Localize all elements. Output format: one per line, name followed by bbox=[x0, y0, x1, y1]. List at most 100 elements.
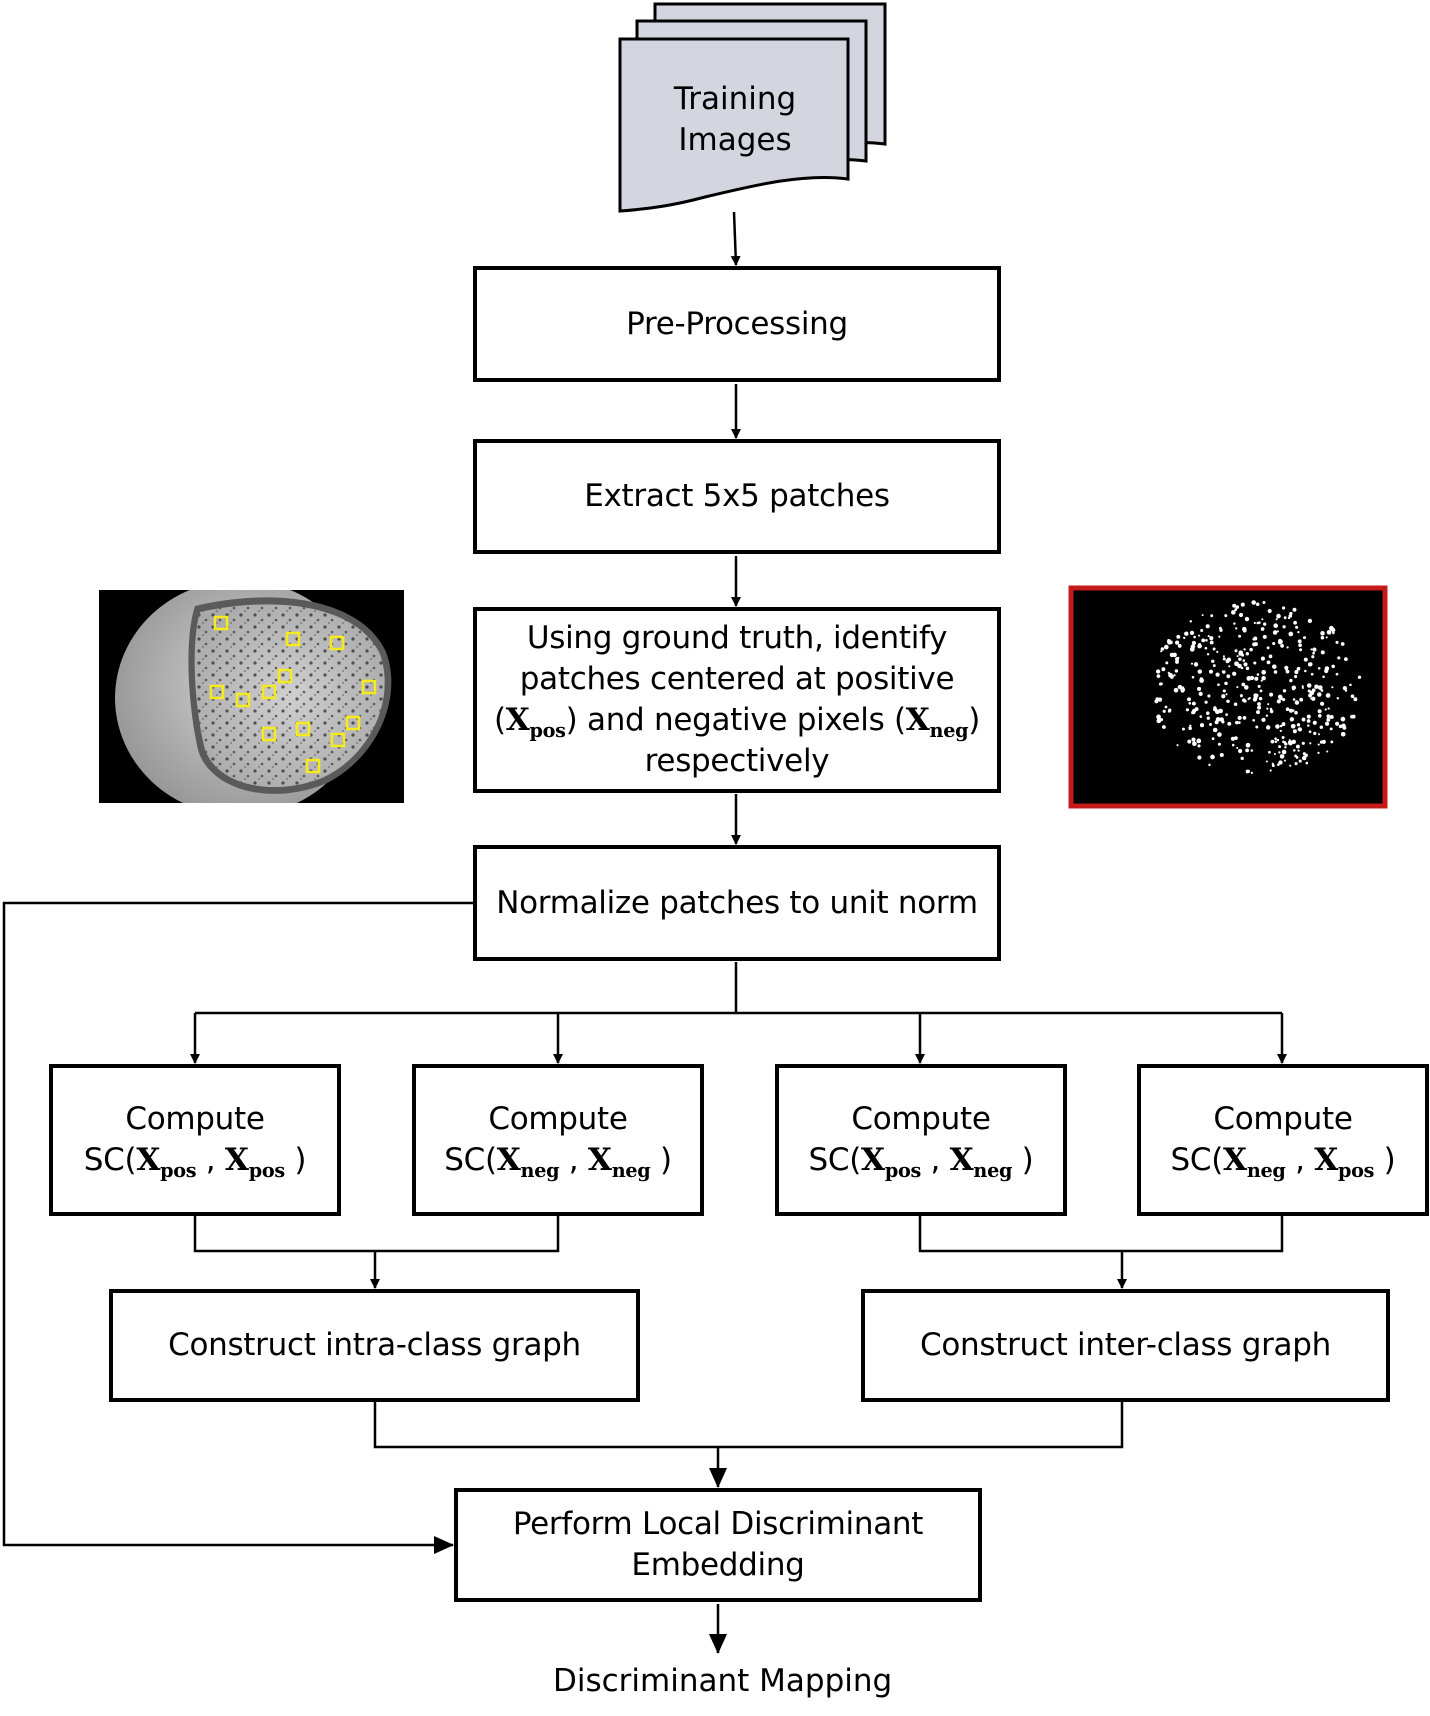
mask-dot bbox=[1342, 725, 1347, 730]
mask-dot bbox=[1320, 650, 1325, 655]
x-neg-symbol: X bbox=[905, 702, 930, 738]
lde-line2: Embedding bbox=[631, 1547, 805, 1583]
mask-dot bbox=[1176, 744, 1179, 747]
mask-dot bbox=[1207, 635, 1210, 638]
mask-dot bbox=[1255, 602, 1260, 607]
mask-dot bbox=[1222, 657, 1226, 661]
mask-dot bbox=[1307, 724, 1310, 727]
mask-dot bbox=[1164, 705, 1168, 709]
formula-arg-a-subscript: neg bbox=[1246, 1158, 1286, 1182]
mask-dot bbox=[1301, 741, 1305, 745]
mask-dot bbox=[1240, 756, 1244, 761]
mask-dot bbox=[1197, 669, 1203, 674]
mask-dot bbox=[1247, 698, 1250, 701]
mask-dot bbox=[1295, 755, 1299, 759]
identify-open-paren: ( bbox=[493, 702, 506, 738]
mask-dot bbox=[1209, 723, 1212, 726]
mask-dot bbox=[1288, 708, 1294, 713]
identify-close-paren: ) bbox=[968, 702, 981, 738]
mask-dot bbox=[1284, 746, 1287, 749]
mask-dot bbox=[1206, 716, 1210, 720]
mask-dot bbox=[1306, 683, 1312, 688]
mask-dot bbox=[1245, 666, 1250, 671]
mask-dot bbox=[1259, 689, 1263, 693]
mask-dot bbox=[1219, 752, 1224, 758]
mask-dot bbox=[1307, 618, 1313, 624]
mask-dot bbox=[1189, 630, 1195, 636]
mask-dot bbox=[1284, 742, 1288, 746]
mask-dot bbox=[1201, 614, 1204, 617]
mask-dot bbox=[1329, 627, 1333, 631]
mask-dot bbox=[1305, 761, 1309, 765]
ground-truth-mask bbox=[1068, 585, 1388, 809]
mask-dot bbox=[1279, 696, 1283, 701]
mask-dot bbox=[1189, 646, 1195, 652]
mask-dot bbox=[1330, 740, 1334, 744]
mask-dot bbox=[1326, 629, 1332, 635]
x-pos-symbol: X bbox=[505, 702, 530, 738]
training-images-stack-icon bbox=[618, 2, 887, 213]
extract-patches-box: Extract 5x5 patches bbox=[473, 439, 1001, 554]
mask-dot bbox=[1174, 640, 1180, 645]
mask-dot bbox=[1291, 740, 1294, 743]
mask-dot bbox=[1331, 686, 1334, 689]
mask-dot bbox=[1279, 754, 1285, 759]
mask-dot bbox=[1306, 719, 1311, 723]
mask-dot bbox=[1295, 744, 1300, 749]
mask-dot bbox=[1314, 684, 1319, 689]
mask-dot bbox=[1257, 702, 1261, 706]
mask-dot bbox=[1303, 657, 1308, 662]
mask-dot bbox=[1269, 692, 1274, 697]
mask-dot bbox=[1192, 708, 1197, 714]
mask-dot bbox=[1208, 763, 1211, 767]
normalize-label: Normalize patches to unit norm bbox=[496, 884, 978, 921]
mask-dot bbox=[1197, 686, 1202, 691]
formula-suffix: ) bbox=[1012, 1142, 1034, 1178]
mask-dot bbox=[1210, 754, 1215, 760]
mask-dot bbox=[1253, 621, 1256, 625]
mask-dot bbox=[1283, 759, 1287, 762]
mask-dot bbox=[1311, 696, 1316, 701]
mask-dot bbox=[1281, 722, 1286, 727]
mask-dot bbox=[1183, 636, 1186, 640]
mask-dot bbox=[1291, 724, 1296, 728]
mask-dot bbox=[1284, 665, 1289, 670]
mask-dot bbox=[1155, 697, 1160, 701]
mask-dot bbox=[1294, 669, 1299, 675]
mask-dot bbox=[1225, 713, 1228, 716]
mask-dot bbox=[1240, 653, 1245, 657]
mask-dot bbox=[1301, 686, 1304, 689]
mask-dot bbox=[1231, 743, 1235, 747]
mask-dot bbox=[1249, 647, 1253, 652]
mask-dot bbox=[1158, 682, 1162, 686]
formula-prefix: SC( bbox=[1170, 1142, 1224, 1178]
mask-dot bbox=[1281, 736, 1285, 739]
mask-dot bbox=[1297, 630, 1300, 634]
mask-dot bbox=[1278, 751, 1281, 754]
mask-dot bbox=[1309, 742, 1312, 745]
discriminant-mapping-label: Discriminant Mapping bbox=[553, 1663, 893, 1699]
mask-dot bbox=[1167, 639, 1171, 643]
mask-dot bbox=[1325, 636, 1328, 639]
mask-dot bbox=[1236, 686, 1239, 689]
mask-dot bbox=[1292, 729, 1297, 734]
formula-suffix: ) bbox=[1374, 1142, 1396, 1178]
mask-dot bbox=[1191, 701, 1196, 706]
mask-dot bbox=[1236, 746, 1239, 750]
mask-dot bbox=[1251, 600, 1256, 605]
formula-arg-b-subscript: neg bbox=[973, 1158, 1013, 1182]
mask-dot bbox=[1238, 634, 1242, 638]
mask-dot bbox=[1321, 739, 1326, 744]
mask-dot bbox=[1289, 717, 1295, 722]
mask-dot bbox=[1244, 616, 1250, 622]
formula-separator: , bbox=[920, 1142, 950, 1178]
mask-dot bbox=[1357, 675, 1362, 679]
mask-dot bbox=[1190, 662, 1194, 665]
mask-dot bbox=[1210, 614, 1214, 618]
mask-dot bbox=[1258, 621, 1261, 624]
mask-dot bbox=[1297, 727, 1303, 732]
mask-dot bbox=[1156, 714, 1161, 720]
lde-line1: Perform Local Discriminant bbox=[512, 1506, 924, 1543]
mask-dot bbox=[1217, 683, 1220, 687]
mask-dot bbox=[1343, 657, 1348, 662]
